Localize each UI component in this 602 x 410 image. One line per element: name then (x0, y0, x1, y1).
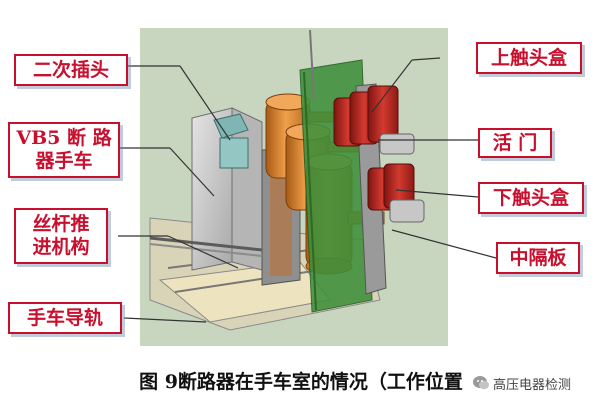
label-lower-contact-text: 下触头盒 (492, 186, 569, 209)
label-upper-contact-box: 上触头盒 (476, 42, 582, 74)
secondary-plug-block (213, 113, 249, 139)
lower-contact-boxes (367, 163, 425, 223)
label-truck-rail: 手车导轨 (8, 302, 122, 334)
label-secondary-plug-text: 二次插头 (32, 58, 109, 81)
wechat-bubble-icon (473, 376, 489, 390)
label-partition: 中隔板 (496, 242, 580, 274)
label-screw-line1: 丝杆推 (32, 213, 90, 235)
label-shutter: 活 门 (478, 128, 552, 158)
label-partition-text: 中隔板 (509, 246, 567, 269)
label-upper-contact-text: 上触头盒 (490, 46, 567, 69)
watermark: 高压电器检测 (472, 371, 574, 395)
label-lower-contact-box: 下触头盒 (478, 182, 584, 214)
label-vb5-line1: VB5 断 路 (16, 127, 112, 149)
label-screw-line2: 进机构 (32, 236, 90, 258)
watermark-text: 高压电器检测 (493, 377, 572, 393)
upper-contact-boxes (333, 85, 415, 155)
label-vb5-breaker-truck: VB5 断 路 器手车 (8, 122, 120, 178)
label-truck-rail-text: 手车导轨 (26, 306, 103, 329)
leader-lines (118, 57, 497, 323)
label-vb5-line2: 器手车 (35, 150, 93, 172)
label-shutter-text: 活 门 (492, 131, 538, 154)
label-screw-mechanism: 丝杆推 进机构 (14, 208, 108, 264)
label-secondary-plug: 二次插头 (14, 54, 128, 86)
figure-caption: 图 9断路器在手车室的情况（工作位置 (139, 371, 463, 393)
